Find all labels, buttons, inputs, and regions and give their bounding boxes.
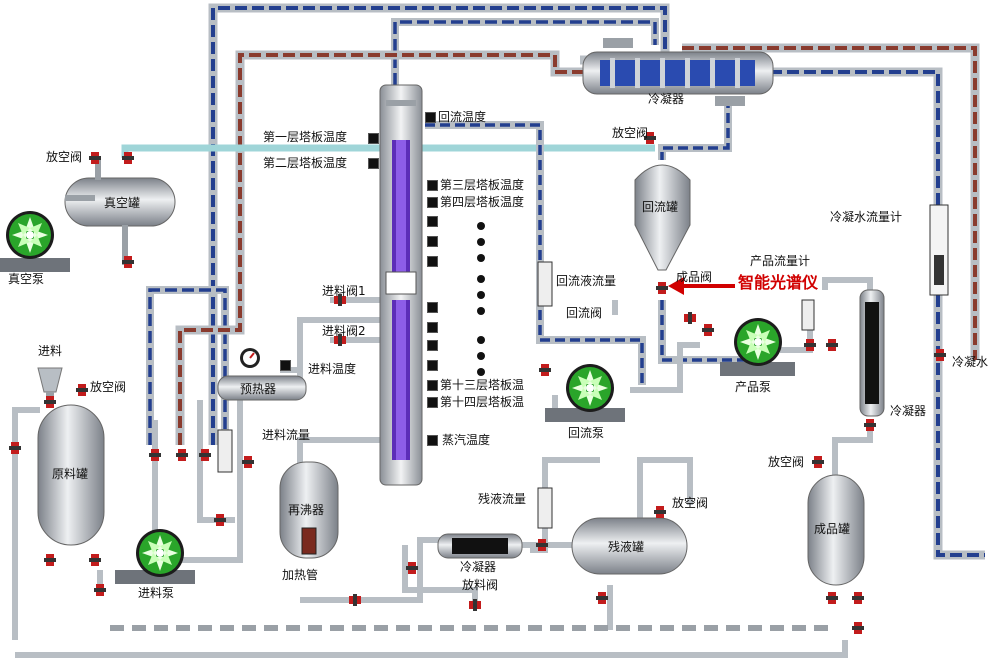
- product-condenser: [859, 289, 885, 417]
- product-tank: [807, 474, 865, 586]
- sensor-tag: [427, 435, 438, 446]
- sensor-tag: [427, 302, 438, 313]
- residue-condenser: [437, 533, 523, 559]
- product-tank-label: 成品罐: [814, 522, 851, 536]
- reflux-pump-label: 回流泵: [568, 426, 605, 440]
- ellipsis-dot: [477, 275, 485, 283]
- vent-valve-label: 放空阀: [46, 150, 83, 164]
- sensor-tag: [280, 360, 291, 371]
- ellipsis-dot: [477, 238, 485, 246]
- sensor-tag: [427, 256, 438, 267]
- sensor-tag: [427, 360, 438, 371]
- reflux-valve-label: 回流阀: [566, 306, 603, 320]
- reflux-flow-label: 回流液流量: [556, 274, 617, 288]
- reboiler-label: 再沸器: [288, 503, 325, 517]
- vacuum-tank: [64, 158, 176, 265]
- ellipsis-dot: [477, 336, 485, 344]
- feed-pump-label: 进料泵: [138, 586, 175, 600]
- reflux-tank: [634, 164, 691, 271]
- sensor-tag: [427, 197, 438, 208]
- product-valve-label: 成品阀: [676, 270, 713, 284]
- tray-3-label: 第三层塔板温度: [440, 178, 525, 192]
- reflux-tank-label: 回流罐: [642, 200, 679, 214]
- vent-valve-label: 放空阀: [672, 496, 709, 510]
- ellipsis-dot: [477, 352, 485, 360]
- sensor-tag: [427, 180, 438, 191]
- preheater-label: 预热器: [240, 382, 277, 396]
- residue-tank-label: 残液罐: [608, 540, 645, 554]
- sensor-tag: [427, 236, 438, 247]
- reflux-pipes: [425, 98, 745, 385]
- vacuum-pump: [0, 211, 70, 272]
- product-pump: [720, 318, 795, 376]
- reboiler: [279, 461, 339, 559]
- condenser-label: 冷凝器: [648, 92, 685, 106]
- sensor-tag: [427, 216, 438, 227]
- cooling-water-flow-label: 冷凝水流量计: [830, 210, 903, 224]
- ellipsis-dot: [477, 368, 485, 376]
- residue-flow-label: 残液流量: [478, 492, 527, 506]
- reflux-flow-meter: [537, 261, 553, 307]
- smart-spectrometer-label: 智能光谱仪: [738, 273, 819, 292]
- ellipsis-dot: [477, 222, 485, 230]
- sensor-tag: [427, 380, 438, 391]
- feed-pump: [115, 529, 195, 584]
- product-flow-meter-label: 产品流量计: [750, 254, 811, 268]
- residue-tank: [571, 517, 688, 575]
- feed-flow-meter: [217, 429, 233, 473]
- ellipsis-dot: [477, 307, 485, 315]
- tray-4-label: 第四层塔板温度: [440, 195, 525, 209]
- feed-temp-label: 进料温度: [308, 362, 357, 376]
- sensor-tag: [368, 133, 379, 144]
- vacuum-pump-label: 真空泵: [8, 272, 45, 286]
- heater-label: 加热管: [282, 568, 319, 582]
- feed-flow-label: 进料流量: [262, 428, 311, 442]
- ellipsis-dot: [477, 254, 485, 262]
- residue-condenser-label: 冷凝器: [460, 560, 497, 574]
- distillation-column: [379, 84, 423, 486]
- sensor-tag: [427, 322, 438, 333]
- vacuum-tank-label: 真空罐: [104, 196, 141, 210]
- tray-1-label: 第一层塔板温度: [263, 130, 348, 144]
- tray-2-label: 第二层塔板温度: [263, 156, 348, 170]
- reflux-pump: [545, 364, 625, 422]
- vent-valve-label: 放空阀: [768, 455, 805, 469]
- sensor-tag: [368, 158, 379, 169]
- tray-14-label: 第十四层塔板温: [440, 395, 525, 409]
- discharge-valve-label: 放料阀: [462, 578, 499, 592]
- feed-valve-2-label: 进料阀2: [322, 324, 366, 338]
- vent-valve-label: 放空阀: [612, 126, 649, 140]
- vent-valve-label: 放空阀: [90, 380, 127, 394]
- residue-flow-meter: [537, 487, 553, 529]
- product-flow-meter: [801, 299, 815, 331]
- raw-material-tank: [37, 367, 105, 546]
- product-pump-label: 产品泵: [735, 380, 772, 394]
- sensor-tag: [425, 112, 436, 123]
- spectrometer-arrow: [668, 277, 735, 295]
- cooling-water-label: 冷凝水: [952, 355, 989, 369]
- sensor-tag: [427, 397, 438, 408]
- feed-valve-1-label: 进料阀1: [322, 284, 366, 298]
- top-condenser: [582, 38, 774, 106]
- vapor-pipes: [175, 43, 980, 445]
- steam-temp-label: 蒸汽温度: [442, 433, 491, 447]
- reflux-temp-label: 回流温度: [438, 110, 487, 124]
- product-condenser-label: 冷凝器: [890, 404, 927, 418]
- feed-label: 进料: [38, 344, 63, 358]
- ellipsis-dot: [477, 291, 485, 299]
- sensor-tag: [427, 340, 438, 351]
- raw-tank-label: 原料罐: [52, 467, 89, 481]
- preheater: [217, 348, 307, 401]
- tray-13-label: 第十三层塔板温: [440, 378, 525, 392]
